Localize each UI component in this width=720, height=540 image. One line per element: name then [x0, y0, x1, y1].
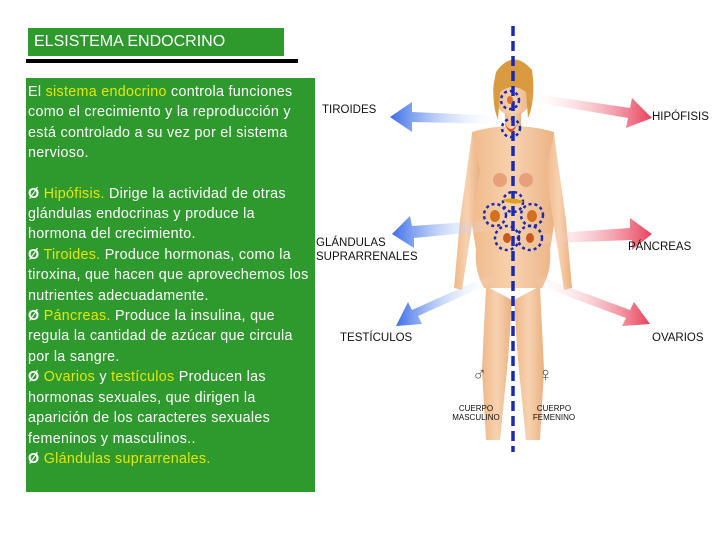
female-symbol-icon: ♀ [538, 364, 553, 386]
bullet-hipofisis: Ø Hipófisis. Dirige la actividad de otra… [28, 185, 286, 243]
bullet-tiroides: Ø Tiroides. Produce hormonas, como la ti… [28, 246, 309, 304]
arrow-ovarios [532, 275, 650, 326]
bullet-suprarrenales: Ø Glándulas suprarrenales. [28, 450, 211, 467]
label-testiculos: TESTÍCULOS [340, 332, 413, 344]
intro-paragraph: El sistema endocrino controla funciones … [28, 84, 293, 162]
marker-suprarrenal-left [482, 202, 508, 228]
text-panel: El sistema endocrino controla funciones … [26, 78, 315, 492]
label-pancreas: PÁNCREAS [628, 241, 692, 253]
body-illustration [390, 26, 652, 452]
bullet-ovarios-testiculos: Ø Ovarios y testículos Producen las horm… [28, 369, 271, 447]
arrow-hipofisis [522, 92, 652, 128]
arrow-suprarrenales [392, 216, 496, 248]
label-tiroides: TIROIDES [322, 104, 377, 116]
label-ovarios: OVARIOS [652, 332, 704, 344]
marker-hipofisis [499, 89, 521, 111]
marker-suprarrenal-right [519, 202, 545, 228]
gland-shapes [490, 96, 537, 243]
page-title: ELSISTEMA ENDOCRINO [28, 28, 284, 56]
arrow-testiculos [396, 275, 494, 326]
male-symbol-icon: ♂ [472, 364, 487, 386]
bullet-pancreas: Ø Páncreas. Produce la insulina, que reg… [28, 308, 293, 365]
title-underline [26, 59, 298, 63]
marker-tiroides [500, 117, 522, 139]
arrow-tiroides [390, 102, 502, 132]
arrow-pancreas [526, 218, 652, 250]
label-hipofisis: HIPÓFISIS [652, 111, 709, 123]
marker-ovario [516, 224, 544, 252]
